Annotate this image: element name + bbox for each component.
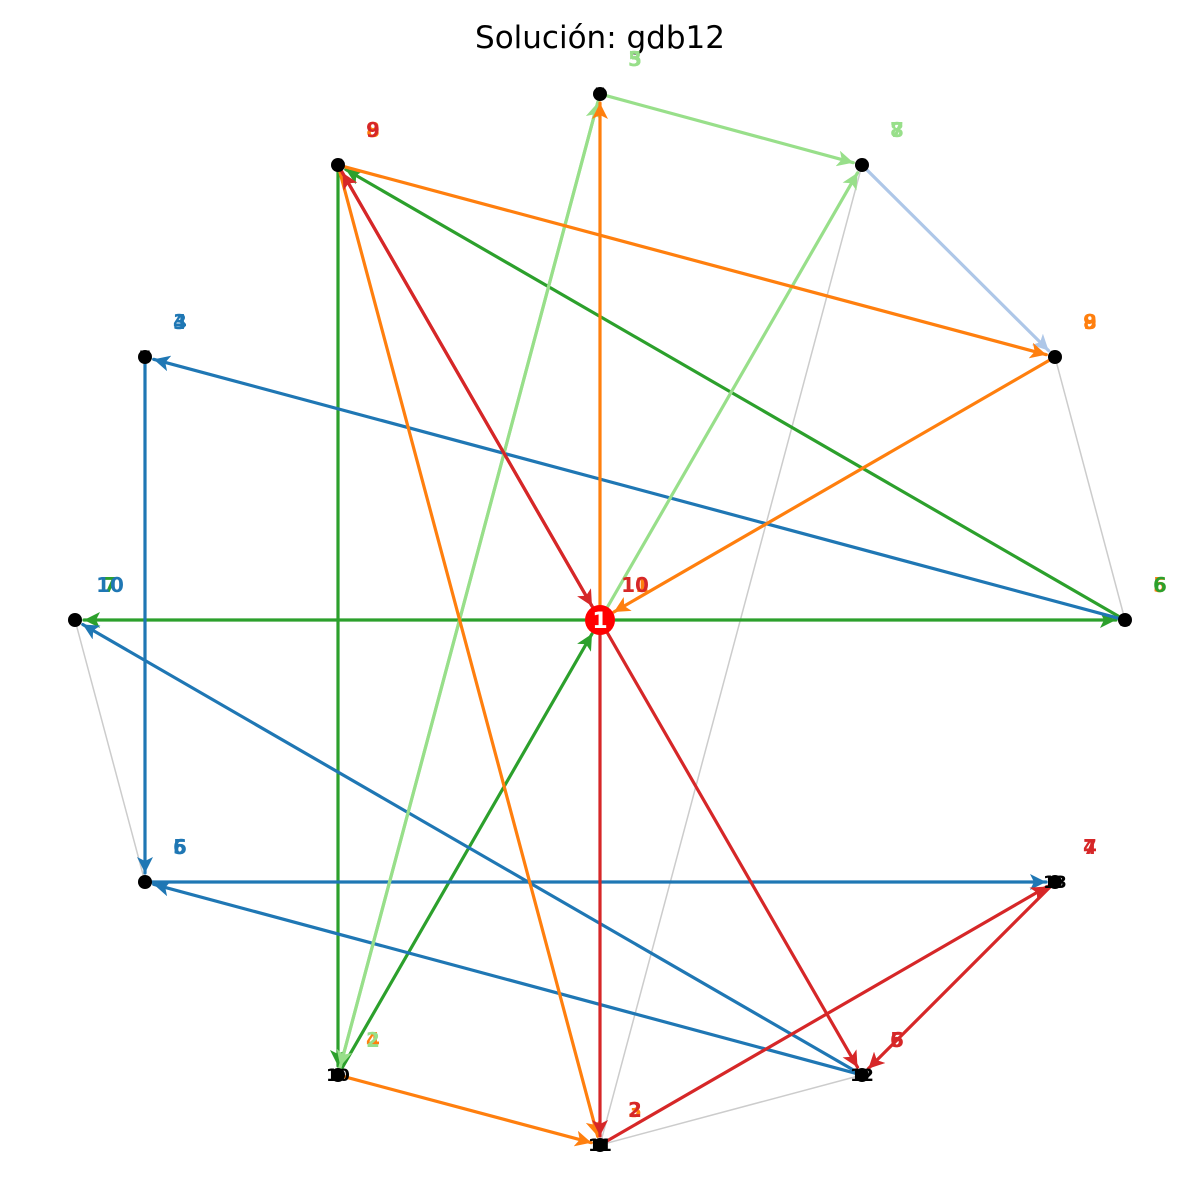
edge-order-label-node-11: 3: [628, 1098, 642, 1122]
edge-order-label-node-2: 6: [1153, 573, 1167, 597]
edge-order-label-node-1: 10: [621, 573, 649, 597]
edge-order-label-node-9: 6: [173, 835, 187, 859]
route-edge-1-4: [605, 171, 860, 610]
route-edge-5-4: [605, 94, 855, 167]
edge-order-label-node-11: 2: [628, 1098, 642, 1122]
node-label-5: 5: [594, 85, 606, 105]
edge-order-label-node-2: 5: [1153, 573, 1167, 597]
edge-order-label-node-5: 5: [628, 47, 642, 71]
edge-order-label-node-13: 4: [1083, 835, 1097, 859]
node-marker: [855, 1068, 869, 1082]
edge-order-label-node-3: 8: [1083, 310, 1097, 334]
unused-edge-2-3: [1054, 356, 1126, 621]
node-10: 10: [326, 1066, 350, 1086]
node-label-11: 11: [588, 1136, 612, 1156]
route-edge-4-3: [865, 168, 1051, 353]
node-marker: [1048, 350, 1062, 364]
node-5: 5: [593, 85, 607, 105]
route-edge-5-10: [336, 99, 600, 1068]
route-edge-6-3: [343, 165, 1048, 359]
node-8: 8: [68, 611, 82, 631]
edge-order-label-node-12: 5: [890, 1028, 904, 1052]
unused-edge-8-9: [74, 619, 146, 883]
node-marker: [138, 350, 152, 364]
node-label-9: 9: [139, 873, 151, 893]
edge-order-label-node-8: 7: [103, 573, 117, 597]
edge-order-label-node-7: 4: [173, 310, 187, 334]
node-7: 7: [138, 348, 152, 368]
node-6: 6: [331, 156, 345, 176]
node-12: 12: [850, 1066, 874, 1086]
chart-title: Solución: gdb12: [475, 20, 725, 56]
node-marker: [331, 1068, 345, 1082]
edge-order-label-node-6: 9: [366, 118, 380, 142]
edge-order-label-node-9: 5: [173, 835, 187, 859]
route-edge-10-11: [343, 1075, 593, 1147]
route-edge-1-12: [605, 630, 860, 1069]
node-3: 3: [1048, 348, 1062, 368]
depot-marker: [585, 605, 615, 635]
route-edge-12-9: [152, 880, 857, 1075]
node-marker: [855, 158, 869, 172]
node-marker: [593, 87, 607, 101]
depot-node-1: 1: [585, 605, 615, 635]
node-2: 2: [1118, 611, 1132, 631]
node-13: 13: [1043, 873, 1067, 893]
unused-edge-11-12: [599, 1074, 863, 1146]
route-edge-6-1: [339, 169, 594, 608]
edge-order-label-node-5: 3: [628, 47, 642, 71]
edge-order-label-node-7: 3: [173, 310, 187, 334]
edge-order-label-node-4: 7: [890, 118, 904, 142]
edge-order-label-node-13: 7: [1083, 835, 1097, 859]
edge-order-label-node-3: 9: [1083, 310, 1097, 334]
route-edge-3-1: [612, 358, 1051, 614]
edge-order-label-node-10: 2: [366, 1028, 380, 1052]
route-edge-11-13: [604, 884, 1049, 1144]
node-label-4: 4: [856, 156, 868, 176]
node-marker: [1048, 875, 1062, 889]
unused-edges: [74, 164, 1126, 1146]
route-edge-12-8: [81, 622, 858, 1074]
edge-order-label-node-10: 4: [366, 1028, 380, 1052]
node-marker: [1118, 613, 1132, 627]
node-label-7: 7: [139, 348, 151, 368]
node-marker: [138, 875, 152, 889]
edge-order-label-node-12: 6: [890, 1028, 904, 1052]
node-marker: [593, 1138, 607, 1152]
route-edge-2-7: [152, 355, 1120, 620]
node-11: 11: [588, 1136, 612, 1156]
node-4: 4: [855, 156, 869, 176]
node-label-10: 10: [326, 1066, 350, 1086]
node-label-6: 6: [332, 156, 344, 176]
route-edge-10-1: [339, 632, 594, 1071]
node-label-8: 8: [69, 611, 81, 631]
unused-edge-4-11: [599, 164, 863, 1146]
edge-order-label-node-8: 10: [96, 573, 124, 597]
node-label-2: 2: [1119, 611, 1131, 631]
node-label-1: 1: [592, 609, 607, 634]
node-label-3: 3: [1049, 348, 1061, 368]
node-label-12: 12: [850, 1066, 874, 1086]
node-label-13: 13: [1043, 873, 1067, 893]
node-marker: [68, 613, 82, 627]
route-edge-6-11: [338, 170, 602, 1138]
node-9: 9: [138, 873, 152, 893]
edge-order-label-node-4: 8: [890, 118, 904, 142]
route-edge-13-12: [866, 885, 1052, 1071]
node-marker: [331, 158, 345, 172]
route-edges: [81, 94, 1121, 1147]
edge-order-label-node-1: 11: [621, 573, 649, 597]
edge-order-label-node-6: 8: [366, 118, 380, 142]
